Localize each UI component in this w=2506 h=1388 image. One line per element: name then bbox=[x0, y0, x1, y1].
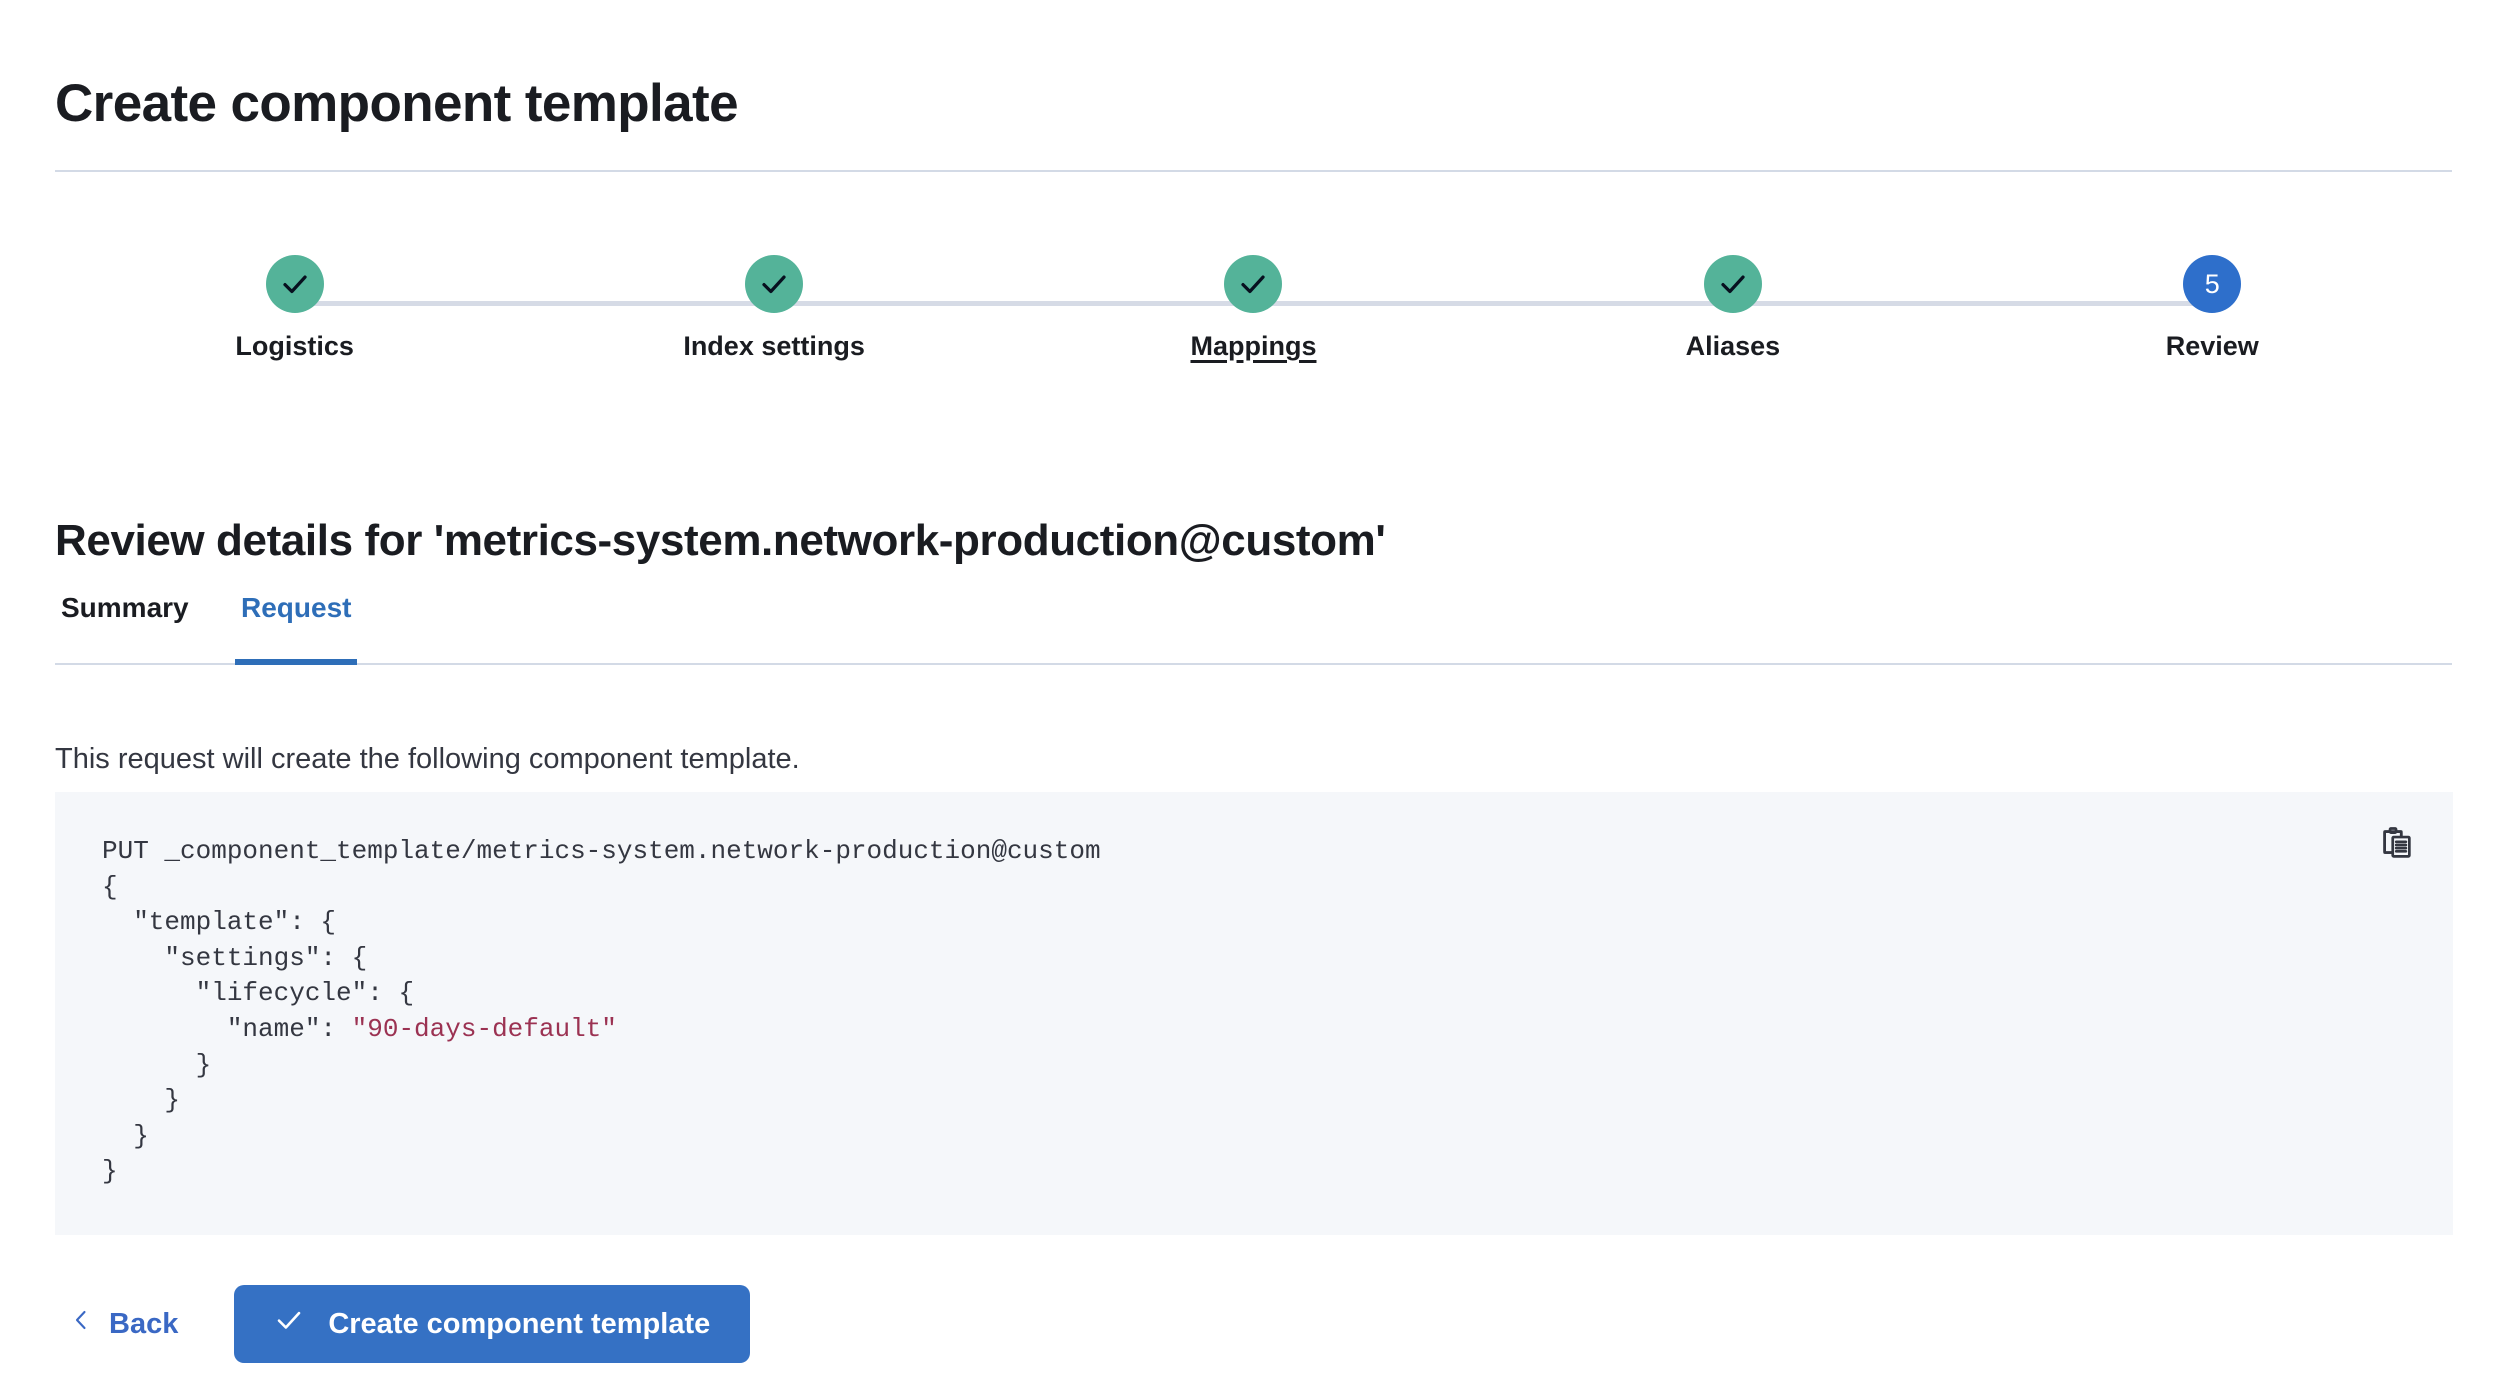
request-code-block[interactable]: PUT _component_template/metrics-system.n… bbox=[102, 834, 1101, 1190]
chevron-left-icon bbox=[69, 1305, 93, 1343]
request-description: This request will create the following c… bbox=[55, 743, 800, 775]
review-heading: Review details for 'metrics-system.netwo… bbox=[55, 515, 1386, 565]
step-number: 5 bbox=[2204, 268, 2220, 299]
step-connector-3 bbox=[1253, 301, 1733, 306]
step-mappings[interactable]: Mappings bbox=[1014, 255, 1493, 360]
step-label: Logistics bbox=[235, 331, 354, 361]
create-component-template-label: Create component template bbox=[328, 1307, 711, 1340]
back-button-label: Back bbox=[109, 1307, 179, 1340]
code-line: } bbox=[102, 1085, 181, 1116]
step-index-settings[interactable]: Index settings bbox=[534, 255, 1013, 360]
check-icon bbox=[280, 269, 310, 299]
code-line: "name": bbox=[102, 1013, 352, 1044]
code-line: "settings": { bbox=[102, 942, 368, 973]
step-status-indicator bbox=[745, 255, 804, 313]
code-line: "template": { bbox=[102, 907, 337, 938]
step-label: Index settings bbox=[683, 331, 865, 361]
check-icon bbox=[274, 1305, 304, 1343]
check-icon bbox=[1238, 269, 1268, 299]
code-line: } bbox=[102, 1049, 212, 1080]
wizard-stepper: Logistics Index settings Mappings bbox=[55, 255, 2452, 395]
copy-clipboard-icon bbox=[2378, 825, 2416, 866]
code-line: } bbox=[102, 1156, 118, 1187]
check-icon bbox=[759, 269, 789, 299]
step-status-indicator bbox=[1703, 255, 1762, 313]
step-status-indicator: 5 bbox=[2183, 255, 2242, 313]
step-logistics[interactable]: Logistics bbox=[55, 255, 534, 360]
code-method-line: PUT _component_template/metrics-system.n… bbox=[102, 836, 1101, 866]
request-code-panel: PUT _component_template/metrics-system.n… bbox=[55, 792, 2453, 1235]
back-button[interactable]: Back bbox=[55, 1294, 200, 1354]
step-connector-1 bbox=[294, 301, 775, 306]
step-connector-2 bbox=[774, 301, 1254, 306]
detail-tabs: Summary Request bbox=[55, 590, 2452, 665]
tab-request[interactable]: Request bbox=[235, 590, 358, 665]
header-divider bbox=[55, 170, 2452, 172]
check-icon bbox=[1718, 269, 1748, 299]
step-connector-4 bbox=[1732, 301, 2213, 306]
tab-summary[interactable]: Summary bbox=[55, 590, 195, 665]
code-line: } bbox=[102, 1120, 149, 1151]
code-line: "lifecycle": { bbox=[102, 978, 415, 1009]
tabs-divider bbox=[55, 663, 2452, 665]
page-title: Create component template bbox=[55, 73, 739, 133]
step-aliases[interactable]: Aliases bbox=[1493, 255, 1972, 360]
code-string-value: "90-days-default" bbox=[351, 1013, 617, 1044]
wizard-footer: Back Create component template bbox=[55, 1285, 751, 1363]
create-component-template-button[interactable]: Create component template bbox=[234, 1285, 751, 1363]
step-review[interactable]: 5 Review bbox=[1973, 255, 2452, 360]
step-status-indicator bbox=[1224, 255, 1283, 313]
copy-button[interactable] bbox=[2369, 817, 2425, 873]
step-label: Aliases bbox=[1685, 331, 1781, 361]
step-label: Mappings bbox=[1190, 331, 1317, 361]
step-label: Review bbox=[2165, 331, 2259, 361]
code-line: { bbox=[102, 871, 118, 902]
step-status-indicator bbox=[265, 255, 324, 313]
